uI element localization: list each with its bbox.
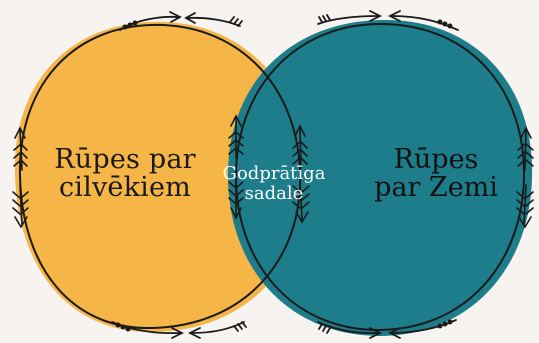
arrow-icon — [317, 321, 383, 339]
feather-arrow-icon — [228, 175, 244, 220]
feather-arrow-icon — [292, 124, 308, 169]
feather-arrow-icon — [516, 184, 534, 229]
feather-arrow-icon — [292, 179, 310, 224]
left-circle-outline — [18, 23, 302, 330]
feather-arrow-icon — [13, 126, 28, 171]
arrow-icon — [387, 10, 459, 31]
arrow-icon — [317, 10, 383, 25]
arrow-icon — [119, 11, 182, 31]
feather-arrow-icon — [228, 114, 244, 159]
overlap-label: Godprātīga sadale — [214, 164, 334, 204]
overlap-label-line1: Godprātīga — [222, 163, 326, 184]
left-circle-label: Rūpes par cilvēkiem — [40, 144, 210, 204]
arrow-icon — [187, 321, 247, 339]
feather-arrow-icon — [12, 184, 29, 229]
right-circle-fill — [228, 20, 533, 336]
right-circle-label: Rūpes par Zemi — [356, 144, 516, 204]
left-circle-label-line1: Rūpes par — [54, 144, 196, 175]
arrow-icon — [184, 12, 243, 27]
left-circle-fill — [14, 21, 306, 333]
right-circle-label-line2: par Zemi — [374, 172, 498, 204]
left-circle-label-line2: cilvēkiem — [58, 172, 191, 204]
right-circle-outline — [234, 22, 526, 332]
arrow-icon — [387, 319, 457, 339]
right-circle-label-line1: Rūpes — [393, 144, 479, 175]
feather-arrow-icon — [517, 126, 534, 171]
overlap-label-line2: sadale — [244, 182, 304, 204]
arrow-icon — [111, 321, 185, 339]
